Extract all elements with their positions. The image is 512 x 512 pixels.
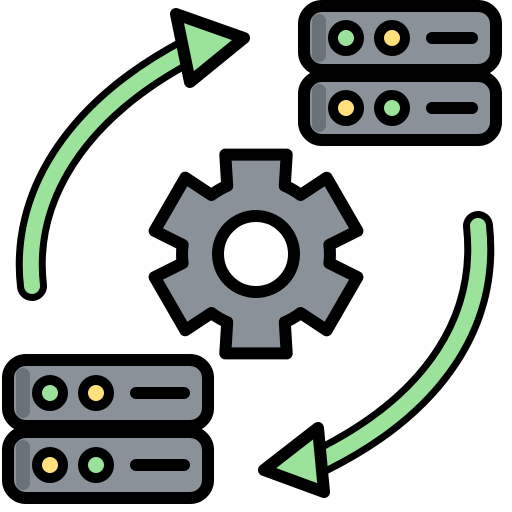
server-unit-shadow — [312, 14, 326, 62]
sync-arrow-bottom-right-icon — [258, 211, 495, 498]
arrow-shaft-top-left-fill — [22, 42, 198, 294]
server-stack-bottom-left-icon — [2, 354, 214, 504]
status-led-green — [32, 375, 68, 411]
server-unit — [2, 426, 214, 504]
status-led-yellow — [32, 447, 68, 483]
gear-hole — [212, 210, 300, 298]
status-led-green — [78, 447, 114, 483]
status-led-green — [374, 90, 410, 126]
status-led-yellow — [328, 90, 364, 126]
arrow-head-top-left — [170, 8, 250, 88]
server-unit-shadow — [312, 84, 326, 132]
status-led-yellow — [78, 375, 114, 411]
status-led-yellow — [374, 20, 410, 56]
gear-icon — [148, 148, 364, 360]
server-unit-shadow — [16, 440, 30, 490]
sync-arrow-top-left-icon — [15, 8, 250, 301]
server-unit — [298, 0, 502, 76]
status-led-green — [328, 20, 364, 56]
server-unit-shadow — [16, 368, 30, 418]
server-stack-top-right-icon — [298, 0, 502, 146]
arrow-shaft-bottom-right-fill — [314, 218, 488, 468]
arrow-head-bottom-right — [258, 422, 330, 498]
server-unit — [2, 354, 214, 432]
server-stacks — [2, 0, 502, 504]
server-unit — [298, 70, 502, 146]
